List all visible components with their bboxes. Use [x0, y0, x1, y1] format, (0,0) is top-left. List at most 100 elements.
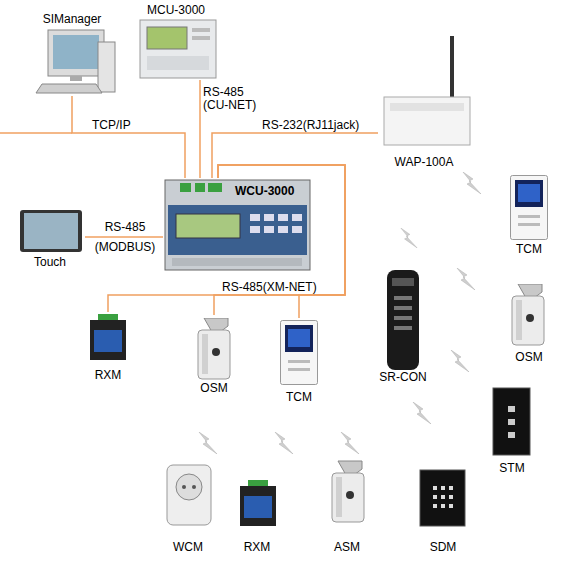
device-node: OSM [188, 315, 240, 397]
pc-tower [98, 42, 115, 92]
bus-label: RS-485 (CU-NET) [203, 86, 261, 112]
device-node: TCM [503, 170, 555, 260]
device-label: TCM [254, 390, 344, 404]
device-label: OSM [483, 350, 575, 364]
stm-button [508, 419, 515, 425]
wcu-key [278, 214, 288, 221]
bus-label: RS-485(XM-NET) [222, 280, 317, 294]
outlet-socket [176, 474, 202, 500]
wcu-key [250, 214, 260, 221]
wireless-bolt [413, 402, 431, 424]
monitor-screen [53, 35, 99, 69]
device-node: Touch [15, 205, 85, 273]
sdm-button [433, 504, 437, 508]
sdm-button [441, 486, 445, 490]
device-node: WCM [160, 460, 216, 556]
keyboard [36, 84, 102, 93]
remote-button [394, 326, 412, 330]
device-label: RXM [65, 368, 151, 382]
wap-body [384, 97, 470, 145]
sdm-button [449, 486, 453, 490]
device-node: SIManager [27, 8, 117, 96]
device-label: MCU-3000 [115, 3, 237, 17]
stm-panel [493, 388, 530, 455]
device-label: RXM [214, 540, 300, 554]
bus-wire [72, 96, 185, 178]
bus-label: RS-232(RJ11jack) [262, 118, 359, 132]
sdm-button [433, 495, 437, 499]
wcu-face [168, 205, 307, 255]
tcm-picture [281, 321, 318, 385]
outlet-hole [192, 485, 196, 489]
sdm-panel [420, 470, 465, 526]
asm-picture [332, 461, 364, 522]
bus-wire [85, 236, 163, 238]
wcu-key [292, 214, 302, 221]
wcu-key [264, 226, 274, 233]
osm-picture [198, 318, 230, 379]
bus-label: RS-485 (MODBUS) [90, 217, 160, 257]
bus-wire [108, 165, 345, 312]
stm-button [508, 432, 515, 438]
sdm-button [441, 504, 445, 508]
wcu-rail [172, 258, 302, 266]
wireless-bolt [457, 268, 475, 290]
wireless-bolt [341, 432, 359, 454]
tcm-picture [511, 176, 548, 240]
mcu-display [147, 27, 187, 49]
sdm-button [449, 504, 453, 508]
wcu-key [278, 226, 288, 233]
terminal-block [195, 183, 205, 192]
device-node: TCM [274, 318, 324, 406]
device-label: SIManager [7, 12, 137, 26]
outlet-hole [182, 485, 186, 489]
device-label: STM [466, 461, 558, 475]
monitor [48, 30, 104, 76]
network-wire [0, 132, 72, 134]
device-label: SDM [394, 540, 492, 554]
device-label: WCM [140, 540, 236, 554]
device-node: ASM [322, 456, 372, 556]
mcu-keypad [147, 56, 209, 70]
device-node: WCU-3000 [163, 178, 312, 272]
rxm-picture [240, 480, 276, 526]
device-label: TCM [483, 242, 575, 256]
device-node: OSM [503, 280, 555, 368]
outlet-body [167, 465, 211, 525]
osm-picture [512, 284, 544, 345]
bus-wire [199, 80, 201, 178]
wireless-bolt [199, 432, 217, 454]
device-node: SR-CON [372, 266, 434, 388]
device-label: SR-CON [352, 370, 454, 384]
wcu-key [250, 226, 260, 233]
wireless-bolt [463, 172, 481, 194]
device-node: STM [486, 385, 538, 478]
remote-body [387, 270, 419, 370]
mcu-body [140, 20, 216, 78]
remote-button [394, 296, 412, 300]
bus-wire [218, 165, 345, 318]
wireless-bolt [401, 228, 417, 248]
bus-wire [212, 133, 378, 178]
monitor-stand [70, 76, 82, 81]
device-label: Touch [0, 255, 105, 269]
device-label: WAP-100A [358, 155, 490, 169]
device-label: ASM [302, 540, 392, 554]
device-label: OSM [168, 381, 260, 395]
sdm-button [433, 486, 437, 490]
touch-frame [20, 210, 82, 252]
device-node: RXM [85, 312, 131, 384]
mcu-key [192, 36, 210, 40]
wcu-key [292, 226, 302, 233]
wireless-bolt [451, 350, 469, 372]
device-node: MCU-3000 [135, 0, 217, 80]
bus-label: TCP/IP [92, 118, 131, 132]
device-node: SDM [414, 466, 472, 556]
remote-button [394, 316, 412, 320]
terminal-block [208, 183, 222, 192]
remote-button [394, 306, 412, 310]
wireless-bolt [275, 432, 293, 454]
wcu-body [165, 180, 310, 270]
sdm-button [449, 495, 453, 499]
